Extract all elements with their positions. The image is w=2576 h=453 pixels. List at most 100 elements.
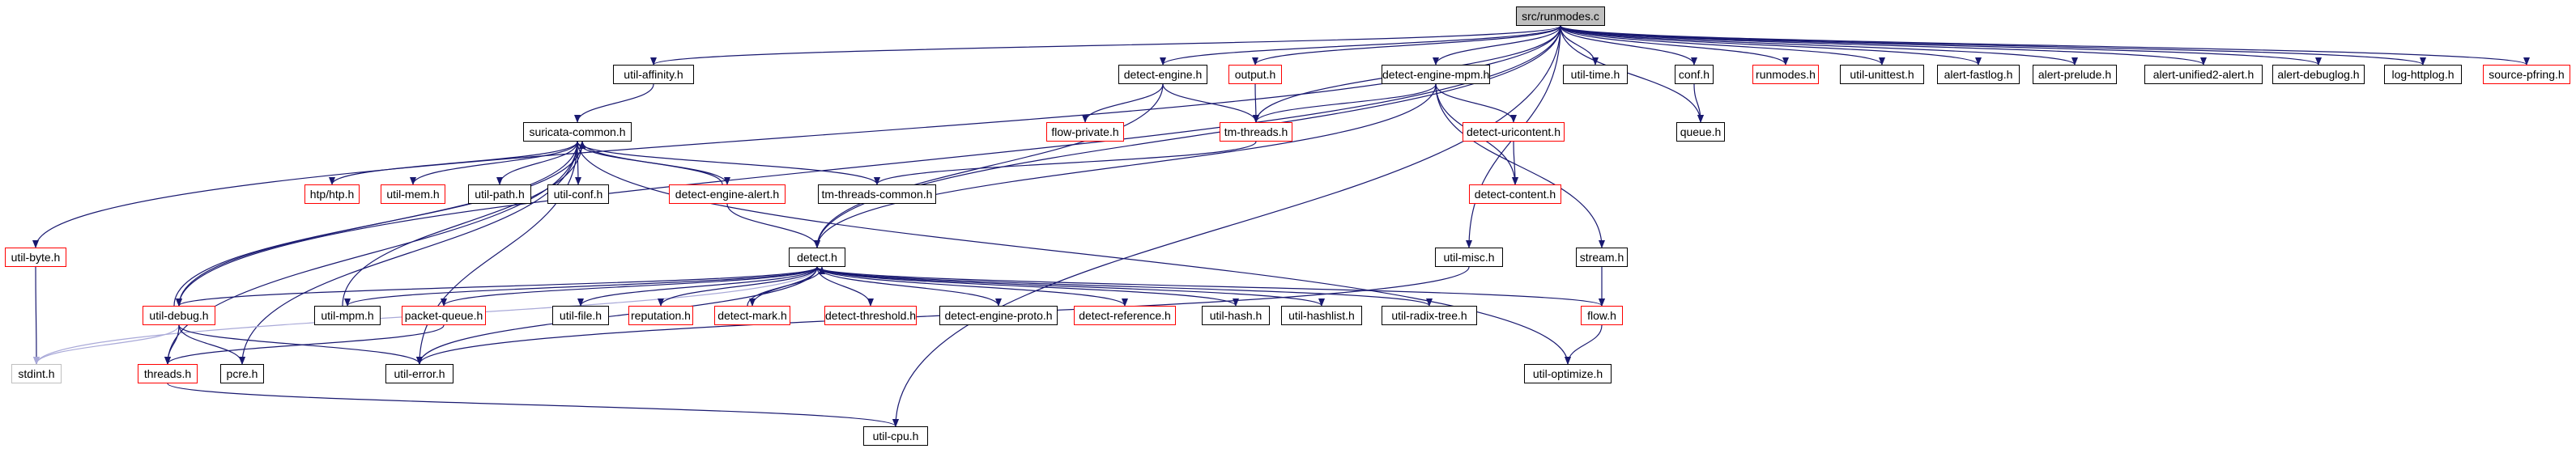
edge-suricata_common-to-tm_threads_common — [577, 141, 880, 185]
edge-detect-to-util_error — [416, 266, 818, 365]
node-pcre-h[interactable]: pcre.h — [220, 364, 264, 383]
edge-runmodes_c-to-detect — [814, 25, 1561, 248]
edge-runmodes_c-to-runmodes — [1560, 25, 1789, 66]
edge-util_debug-to-pcre — [178, 324, 245, 365]
edge-suricata_common-to-util_mem — [410, 141, 578, 185]
edge-util_mpm-to-suricata_common — [342, 141, 585, 307]
node-util-unittest-h[interactable]: util-unittest.h — [1840, 65, 1924, 84]
node-util-time-h[interactable]: util-time.h — [1563, 65, 1628, 84]
node-util-hash-h[interactable]: util-hash.h — [1202, 306, 1270, 325]
node-packet-queue-h[interactable]: packet-queue.h — [402, 306, 486, 325]
edge-threads-to-util_cpu — [167, 383, 899, 427]
node-detect-engine-h[interactable]: detect-engine.h — [1118, 65, 1207, 84]
edge-detect_engine_mpm-to-tm_threads — [1253, 83, 1437, 123]
node-util-mpm-h[interactable]: util-mpm.h — [314, 306, 381, 325]
edge-runmodes_c-to-log_httplog — [1560, 25, 2426, 66]
node-detect-content-h[interactable]: detect-content.h — [1469, 184, 1561, 204]
node-util-optimize-h[interactable]: util-optimize.h — [1524, 364, 1612, 383]
edge-detect_uricontent-to-detect_content — [1511, 141, 1518, 185]
node-source-pfring-h[interactable]: source-pfring.h — [2483, 65, 2570, 84]
node-alert-unified2-alert-h[interactable]: alert-unified2-alert.h — [2144, 65, 2263, 84]
node-alert-fastlog-h[interactable]: alert-fastlog.h — [1937, 65, 2020, 84]
node-detect-h[interactable]: detect.h — [789, 248, 845, 267]
node-detect-engine-mpm-h[interactable]: detect-engine-mpm.h — [1382, 65, 1490, 84]
node-util-misc-h[interactable]: util-misc.h — [1435, 248, 1503, 267]
node-output-h[interactable]: output.h — [1228, 65, 1282, 84]
node-util-path-h[interactable]: util-path.h — [468, 184, 531, 204]
node-flow-h[interactable]: flow.h — [1581, 306, 1623, 325]
node-detect-reference-h[interactable]: detect-reference.h — [1074, 306, 1176, 325]
node-conf-h[interactable]: conf.h — [1675, 65, 1714, 84]
edge-detect-to-util_file — [577, 266, 818, 307]
edge-runmodes_c-to-alert_debuglog — [1560, 25, 2322, 66]
edge-detect_engine_alert-to-detect — [726, 203, 820, 248]
node-util-conf-h[interactable]: util-conf.h — [547, 184, 609, 204]
edge-runmodes_c-to-source_pfring — [1560, 25, 2530, 66]
edge-detect_mark-to-detect — [747, 266, 825, 307]
edge-util_affinity-to-suricata_common — [574, 83, 654, 123]
edge-runmodes_c-to-queue — [1560, 25, 1704, 123]
node-reputation-h[interactable]: reputation.h — [628, 306, 693, 325]
node-detect-engine-alert-h[interactable]: detect-engine-alert.h — [669, 184, 786, 204]
edge-runmodes_c-to-util_affinity — [650, 25, 1561, 66]
node-log-httplog-h[interactable]: log-httplog.h — [2384, 65, 2462, 84]
edge-util_debug-to-stdint — [33, 324, 180, 365]
node-alert-prelude-h[interactable]: alert-prelude.h — [2033, 65, 2117, 84]
edge-detect_engine_mpm-to-detect_uricontent — [1435, 83, 1517, 123]
edge-suricata_common-to-util_path — [496, 141, 578, 185]
node-flow-private-h[interactable]: flow-private.h — [1046, 122, 1124, 142]
edge-detect-to-reputation — [658, 266, 818, 307]
edge-runmodes_c-to-conf — [1560, 25, 1697, 66]
node-stream-h[interactable]: stream.h — [1576, 248, 1628, 267]
edge-runmodes_c-to-util_debug — [176, 25, 1561, 307]
node-htp-htp-h[interactable]: htp/htp.h — [304, 184, 360, 204]
node-util-cpu-h[interactable]: util-cpu.h — [863, 426, 928, 446]
edge-detect-to-util_debug — [176, 266, 818, 307]
edge-detect_engine_mpm-to-detect — [814, 83, 1437, 248]
node-detect-mark-h[interactable]: detect-mark.h — [714, 306, 790, 325]
node-runmodes-h[interactable]: runmodes.h — [1752, 65, 1819, 84]
edge-detect-to-util_hashlist — [816, 266, 1325, 307]
edge-detect_engine_alert-to-suricata_common — [579, 141, 723, 185]
edge-detect-to-packet_queue — [441, 266, 818, 307]
edge-flow-to-util_optimize — [1565, 324, 1603, 365]
node-detect-engine-proto-h[interactable]: detect-engine-proto.h — [939, 306, 1058, 325]
node-util-affinity-h[interactable]: util-affinity.h — [613, 65, 694, 84]
node-queue-h[interactable]: queue.h — [1676, 122, 1725, 142]
edge-runmodes_c-to-alert_fastlog — [1560, 25, 1982, 66]
node-util-debug-h[interactable]: util-debug.h — [143, 306, 215, 325]
edge-suricata_common-to-htp — [329, 141, 578, 185]
node-util-mem-h[interactable]: util-mem.h — [381, 184, 445, 204]
node-util-file-h[interactable]: util-file.h — [552, 306, 609, 325]
node-stdint-h[interactable]: stdint.h — [11, 364, 62, 383]
node-src-runmodes-c[interactable]: src/runmodes.c — [1516, 6, 1605, 26]
edge-detect-to-util_hash — [816, 266, 1239, 307]
edge-util_debug-to-suricata_common — [173, 141, 585, 307]
edge-suricata_common-to-util_error — [416, 141, 578, 365]
edge-runmodes_c-to-util_unittest — [1560, 25, 1885, 66]
node-util-error-h[interactable]: util-error.h — [385, 364, 453, 383]
node-suricata-common-h[interactable]: suricata-common.h — [523, 122, 632, 142]
edge-suricata_common-to-threads — [164, 141, 578, 365]
node-util-byte-h[interactable]: util-byte.h — [5, 248, 66, 267]
edge-runmodes_c-to-alert_unified2 — [1560, 25, 2207, 66]
edge-detect-to-detect_reference — [816, 266, 1128, 307]
node-threads-h[interactable]: threads.h — [138, 364, 198, 383]
node-tm-threads-common-h[interactable]: tm-threads-common.h — [818, 184, 936, 204]
edge-detect_engine-to-detect — [814, 83, 1164, 248]
node-util-hashlist-h[interactable]: util-hashlist.h — [1281, 306, 1362, 325]
edge-detect-to-detect_engine_proto — [816, 266, 1002, 307]
node-detect-uricontent-h[interactable]: detect-uricontent.h — [1463, 122, 1565, 142]
edge-detect_engine_mpm-to-stream — [1435, 83, 1605, 248]
edge-runmodes_c-to-output — [1252, 25, 1561, 66]
node-tm-threads-h[interactable]: tm-threads.h — [1220, 122, 1292, 142]
edge-runmodes_c-to-detect_engine_mpm — [1433, 25, 1561, 66]
node-detect-threshold-h[interactable]: detect-threshold.h — [824, 306, 917, 325]
edge-conf-to-queue — [1693, 83, 1704, 123]
edge-runmodes_c-to-detect_engine — [1160, 25, 1561, 66]
node-alert-debuglog-h[interactable]: alert-debuglog.h — [2272, 65, 2365, 84]
node-util-radix-tree-h[interactable]: util-radix-tree.h — [1382, 306, 1477, 325]
edge-detect-to-util_mpm — [344, 266, 818, 307]
edge-detect_engine-to-tm_threads — [1162, 83, 1259, 123]
edge-detect-to-flow — [816, 266, 1605, 307]
